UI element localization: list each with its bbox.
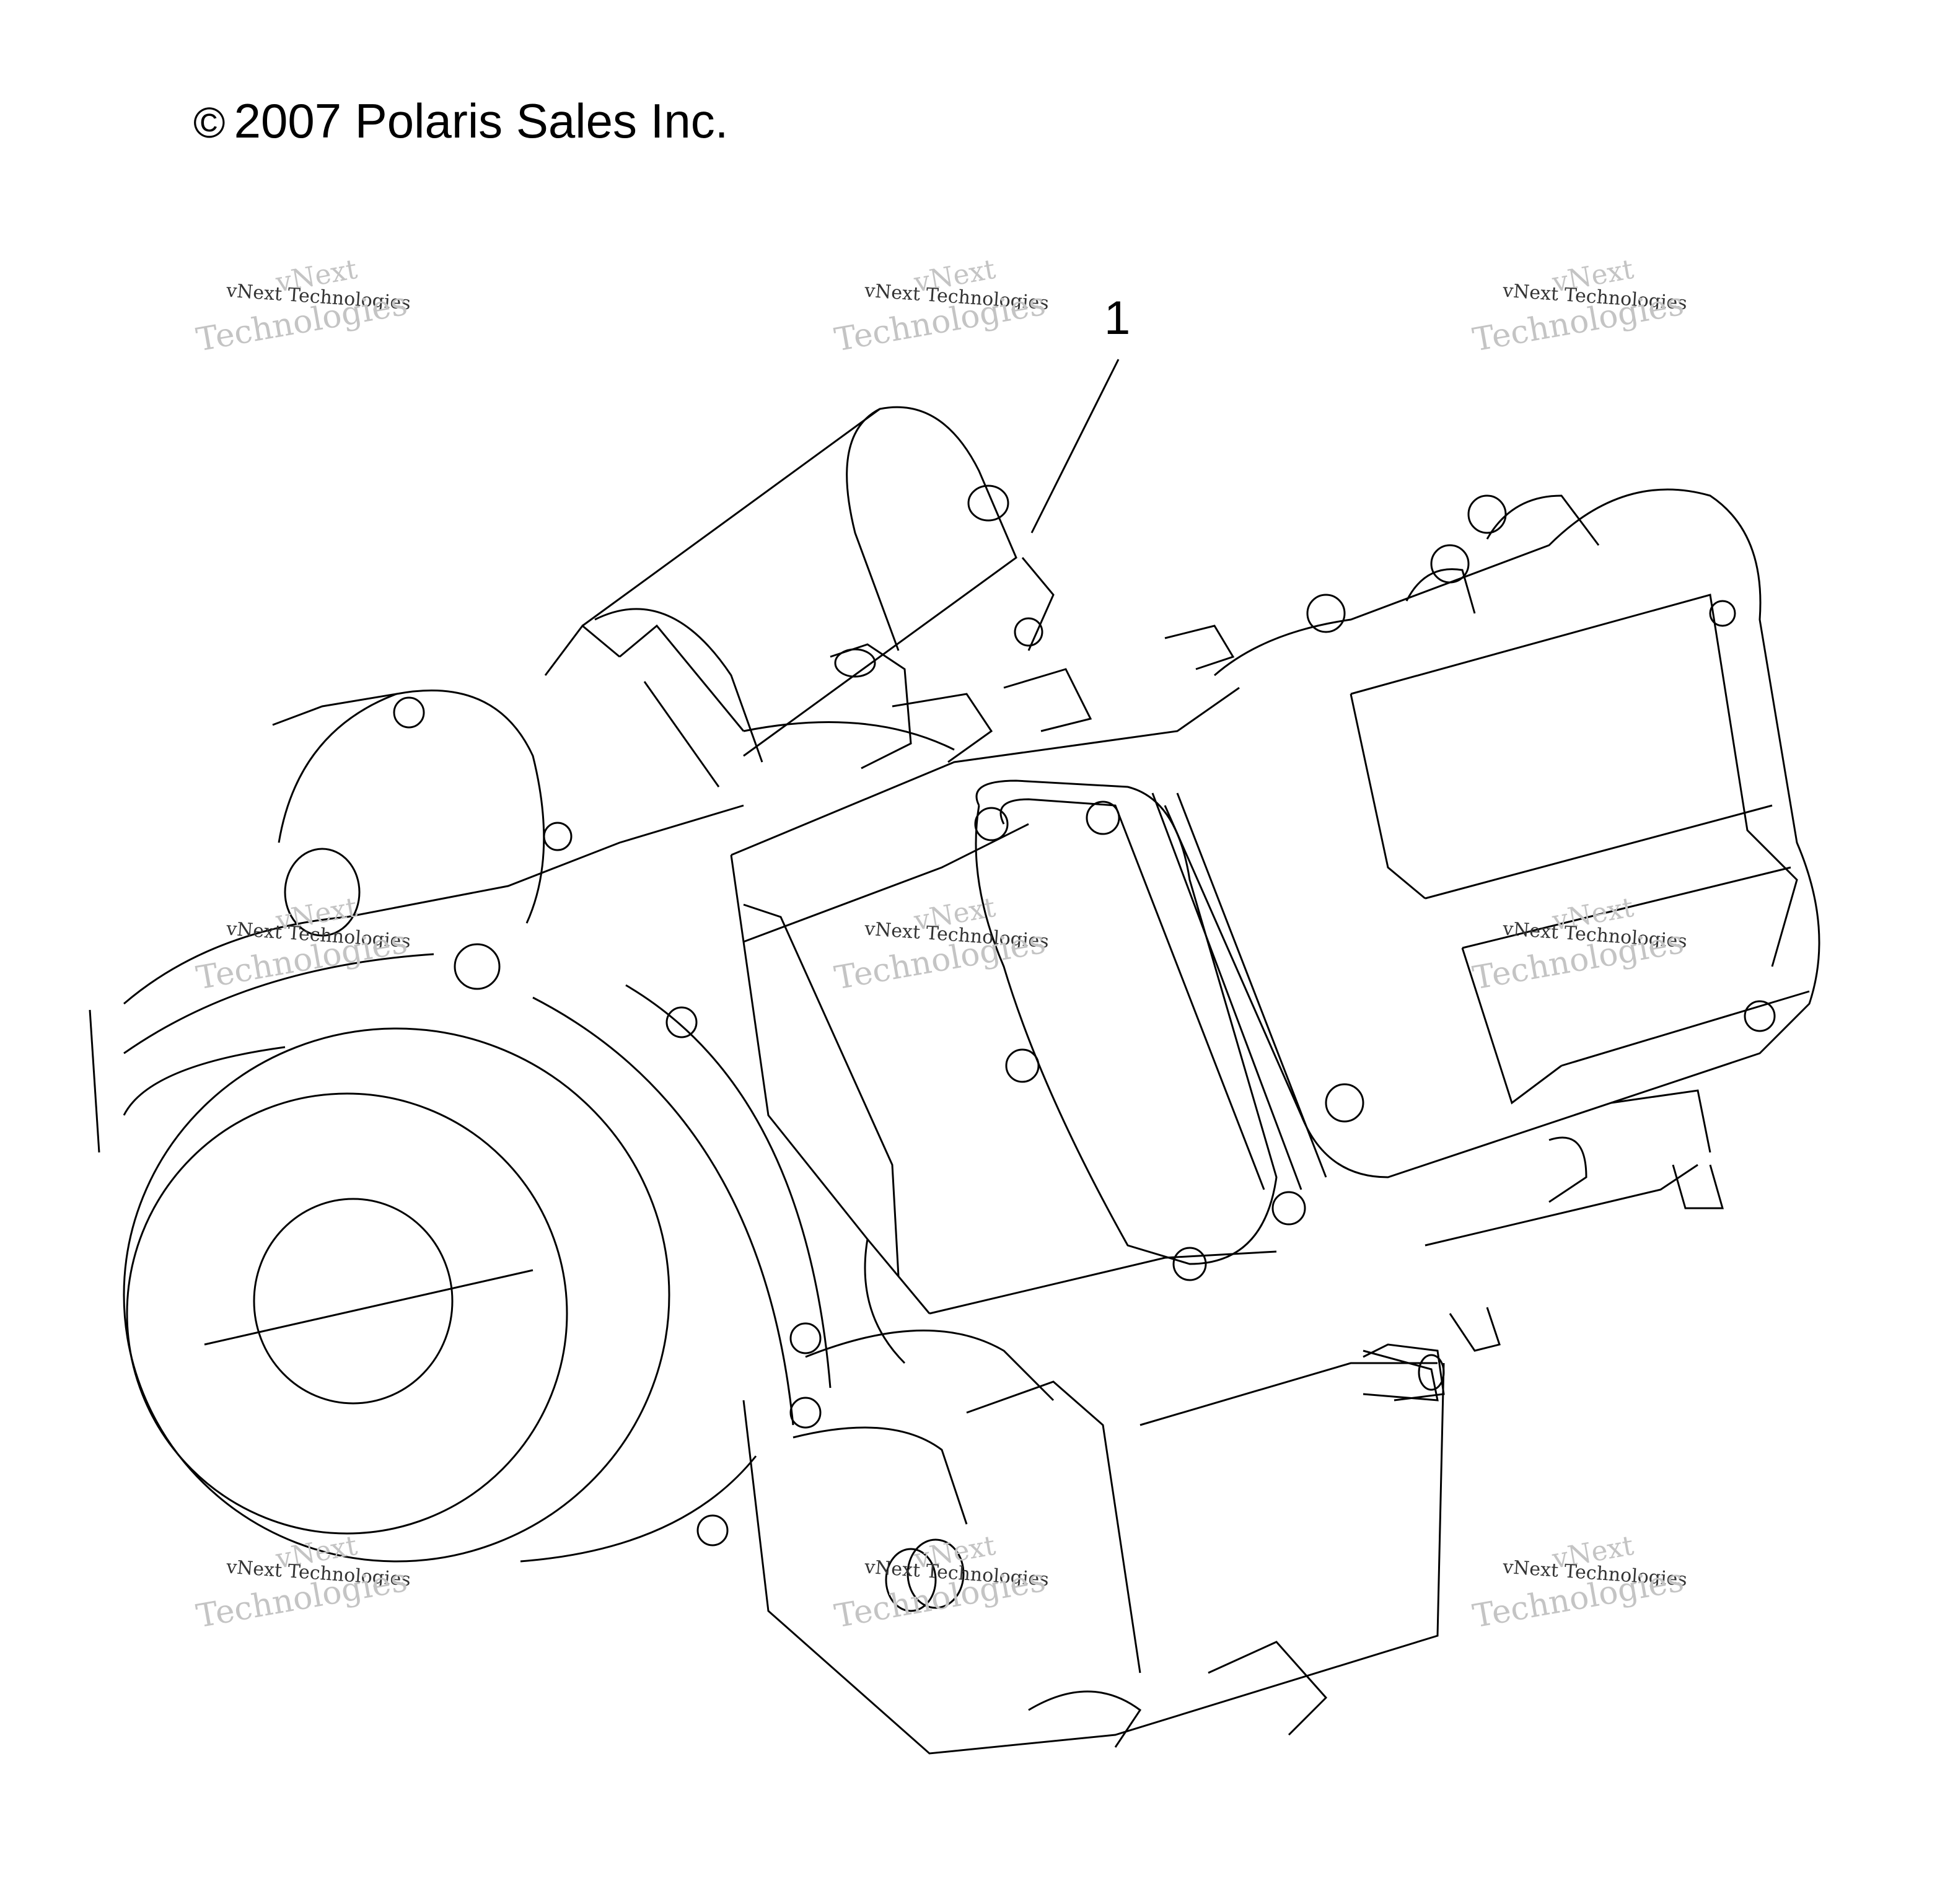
copyright-symbol: © <box>193 99 226 147</box>
copyright-notice: ©2007 Polaris Sales Inc. <box>193 93 728 149</box>
valve-cover <box>1164 488 1820 1352</box>
clutch-cover <box>89 804 832 1563</box>
callout-label-1: 1 <box>1104 292 1131 344</box>
drive-cover-dome <box>272 689 573 937</box>
cylinder-cam-cover <box>974 779 1327 1281</box>
intake-manifold <box>743 625 1235 770</box>
callout-leader-line <box>1030 359 1120 533</box>
copyright-text: 2007 Polaris Sales Inc. <box>234 94 729 148</box>
crankcase-block <box>730 687 1445 1755</box>
starter-motor <box>544 406 1055 787</box>
output-shaft <box>792 1343 1445 1748</box>
